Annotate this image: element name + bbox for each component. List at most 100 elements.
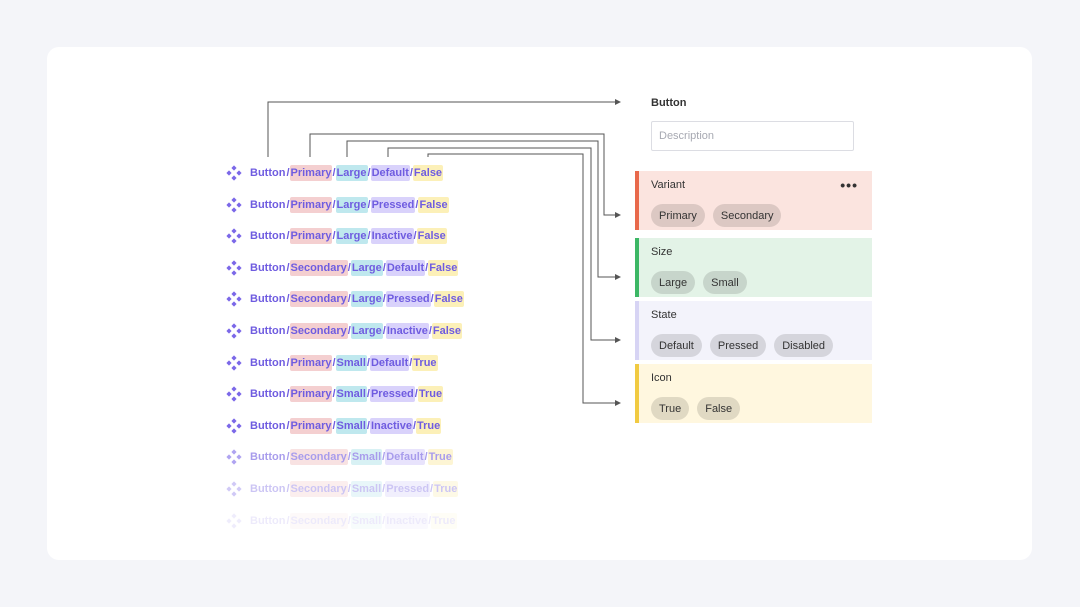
variant-base-name: Button (250, 419, 286, 432)
path-separator: / (286, 388, 290, 401)
path-separator: / (332, 198, 336, 211)
component-icon (226, 449, 242, 465)
component-icon (226, 196, 242, 213)
path-separator: / (332, 230, 336, 243)
variant-value: Secondary (289, 449, 348, 466)
variant-row[interactable]: Button/Secondary/Large/Pressed/False (226, 288, 464, 310)
path-separator: / (286, 167, 290, 179)
component-icon (226, 354, 242, 371)
variant-row[interactable]: Button/Primary/Large/Pressed/False (226, 194, 449, 216)
icon-value: True (431, 512, 457, 529)
state-value: Default (385, 449, 425, 466)
variant-row[interactable]: Button/Secondary/Large/Inactive/False (226, 320, 463, 342)
path-separator: / (286, 356, 290, 369)
state-value: Inactive (385, 512, 429, 529)
path-separator: / (332, 356, 336, 369)
variant-base-name: Button (250, 483, 286, 495)
canvas-card (47, 47, 1032, 560)
more-options-icon[interactable]: ••• (840, 177, 858, 193)
path-separator: / (286, 230, 290, 243)
variant-value: Secondary (289, 512, 348, 529)
value-chip[interactable]: Default (651, 334, 702, 357)
component-icon (226, 291, 242, 307)
variant-value: Primary (289, 354, 333, 371)
icon-value: False (433, 291, 464, 308)
value-chip[interactable]: Secondary (712, 204, 782, 227)
icon-value: False (431, 323, 463, 339)
value-chip[interactable]: Disabled (774, 334, 834, 357)
variant-base-name: Button (250, 325, 286, 337)
variant-value: Primary (289, 417, 333, 434)
icon-value: True (433, 481, 459, 497)
size-value: Small (350, 512, 383, 529)
variant-value: Secondary (289, 481, 348, 497)
size-value: Large (335, 165, 368, 181)
variant-base-name: Button (250, 230, 286, 243)
state-value: Inactive (385, 323, 429, 339)
component-icon (226, 386, 242, 402)
value-chip[interactable]: Large (651, 271, 696, 294)
variant-row[interactable]: Button/Primary/Large/Inactive/False (226, 225, 447, 247)
icon-value: False (428, 259, 459, 276)
variant-base-name: Button (250, 261, 286, 274)
variant-row[interactable]: Button/Primary/Small/Pressed/True (226, 383, 444, 405)
component-icon (226, 323, 242, 339)
path-separator: / (382, 261, 386, 274)
variant-row[interactable]: Button/Secondary/Small/Inactive/True (226, 510, 457, 532)
path-separator: / (382, 325, 386, 337)
variant-row[interactable]: Button/Secondary/Large/Default/False (226, 257, 459, 279)
variant-row[interactable]: Button/Primary/Small/Default/True (226, 352, 438, 374)
size-value: Large (350, 291, 383, 308)
description-input[interactable]: Description (651, 121, 854, 151)
variant-value: Secondary (289, 259, 348, 276)
path-separator: / (414, 388, 418, 401)
size-value: Large (335, 196, 368, 213)
value-chip[interactable]: True (651, 397, 690, 420)
variant-row[interactable]: Button/Secondary/Small/Pressed/True (226, 478, 459, 500)
path-separator: / (367, 230, 371, 243)
component-icon (226, 418, 242, 434)
value-chip[interactable]: Primary (651, 204, 705, 227)
path-separator: / (286, 514, 290, 527)
variant-value: Primary (289, 165, 333, 181)
path-separator: / (382, 483, 386, 495)
icon-value: True (416, 417, 442, 434)
path-separator: / (286, 198, 290, 211)
path-separator: / (430, 483, 434, 495)
variant-base-name: Button (250, 198, 286, 211)
component-icon (226, 260, 242, 276)
variant-row[interactable]: Button/Primary/Large/Default/False (226, 162, 444, 184)
state-value: Pressed (370, 196, 416, 213)
variant-value: Primary (289, 196, 333, 213)
path-separator: / (347, 261, 351, 274)
value-chip[interactable]: False (697, 397, 741, 420)
path-separator: / (367, 198, 371, 211)
icon-value: True (427, 449, 453, 466)
size-value: Large (350, 323, 383, 339)
property-label: State (651, 309, 677, 321)
path-separator: / (415, 198, 419, 211)
variant-base-name: Button (250, 167, 286, 179)
variant-value: Secondary (289, 323, 348, 339)
path-separator: / (428, 514, 432, 527)
property-label: Icon (651, 372, 672, 384)
path-separator: / (424, 451, 428, 464)
property-values: Default Pressed Disabled (651, 334, 834, 357)
variant-base-name: Button (250, 293, 286, 306)
value-chip[interactable]: Small (703, 271, 747, 294)
variant-base-name: Button (250, 514, 286, 527)
component-icon (226, 165, 242, 181)
path-separator: / (430, 293, 434, 306)
path-separator: / (412, 419, 416, 432)
variant-row[interactable]: Button/Secondary/Small/Default/True (226, 446, 453, 468)
variant-value: Primary (289, 228, 333, 245)
path-separator: / (286, 293, 290, 306)
size-value: Small (350, 449, 383, 466)
value-chip[interactable]: Pressed (709, 334, 767, 357)
variant-row[interactable]: Button/Primary/Small/Inactive/True (226, 415, 442, 437)
path-separator: / (409, 356, 413, 369)
